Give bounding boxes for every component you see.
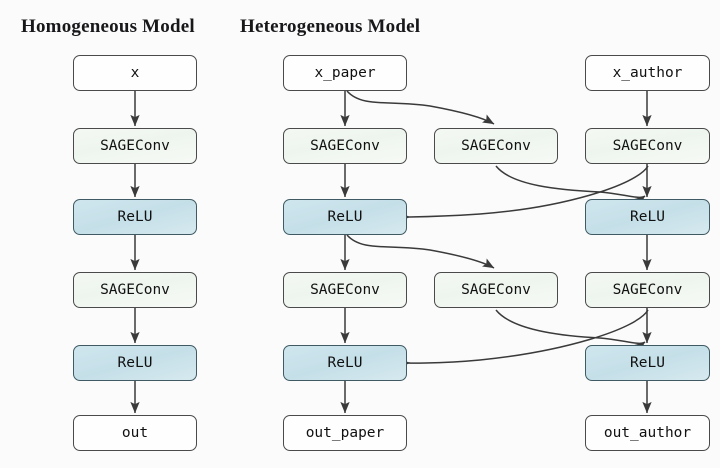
node-homogeneous-relu-1[interactable]: ReLU bbox=[73, 199, 197, 235]
node-homogeneous-sageconv-2[interactable]: SAGEConv bbox=[73, 272, 197, 308]
node-heterogeneous-relu-1-paper[interactable]: ReLU bbox=[283, 199, 407, 235]
node-heterogeneous-relu-1-author[interactable]: ReLU bbox=[585, 199, 710, 235]
heterogeneous-model-title: Heterogeneous Model bbox=[240, 16, 421, 37]
node-heterogeneous-relu-2-paper[interactable]: ReLU bbox=[283, 345, 407, 381]
node-heterogeneous-sageconv-2-paper[interactable]: SAGEConv bbox=[283, 272, 407, 308]
node-heterogeneous-input-author[interactable]: x_author bbox=[585, 55, 710, 91]
homogeneous-model-title: Homogeneous Model bbox=[21, 16, 195, 37]
node-homogeneous-output[interactable]: out bbox=[73, 415, 197, 451]
node-heterogeneous-input-paper[interactable]: x_paper bbox=[283, 55, 407, 91]
node-homogeneous-sageconv-1[interactable]: SAGEConv bbox=[73, 128, 197, 164]
node-heterogeneous-sageconv-2-middle[interactable]: SAGEConv bbox=[434, 272, 558, 308]
node-heterogeneous-sageconv-1-paper[interactable]: SAGEConv bbox=[283, 128, 407, 164]
node-homogeneous-input[interactable]: x bbox=[73, 55, 197, 91]
node-heterogeneous-sageconv-1-author[interactable]: SAGEConv bbox=[585, 128, 710, 164]
node-heterogeneous-relu-2-author[interactable]: ReLU bbox=[585, 345, 710, 381]
edge-mid-conv1-to-author-relu1 bbox=[495, 165, 646, 207]
node-heterogeneous-sageconv-2-author[interactable]: SAGEConv bbox=[585, 272, 710, 308]
node-heterogeneous-output-paper[interactable]: out_paper bbox=[283, 415, 407, 451]
node-homogeneous-relu-2[interactable]: ReLU bbox=[73, 345, 197, 381]
node-heterogeneous-sageconv-1-middle[interactable]: SAGEConv bbox=[434, 128, 558, 164]
edge-mid-conv2-to-author-relu2 bbox=[495, 309, 646, 353]
edge-paper-relu1-to-mid-conv2 bbox=[346, 234, 495, 269]
node-heterogeneous-output-author[interactable]: out_author bbox=[585, 415, 710, 451]
edge-xpaper-to-mid-conv1 bbox=[346, 90, 495, 125]
